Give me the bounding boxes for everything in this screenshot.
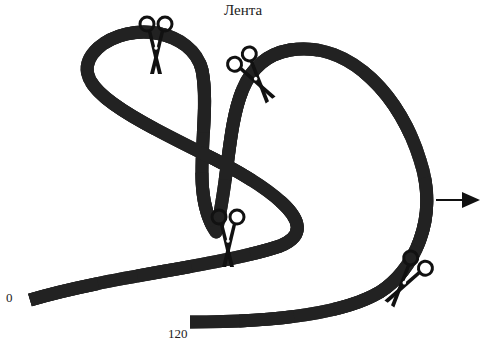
- scissors: [140, 17, 435, 313]
- end-mark: 0: [6, 290, 13, 306]
- figure-title: Лента: [224, 2, 262, 19]
- direction-arrow: [436, 199, 478, 201]
- end-mark: 120: [168, 326, 188, 342]
